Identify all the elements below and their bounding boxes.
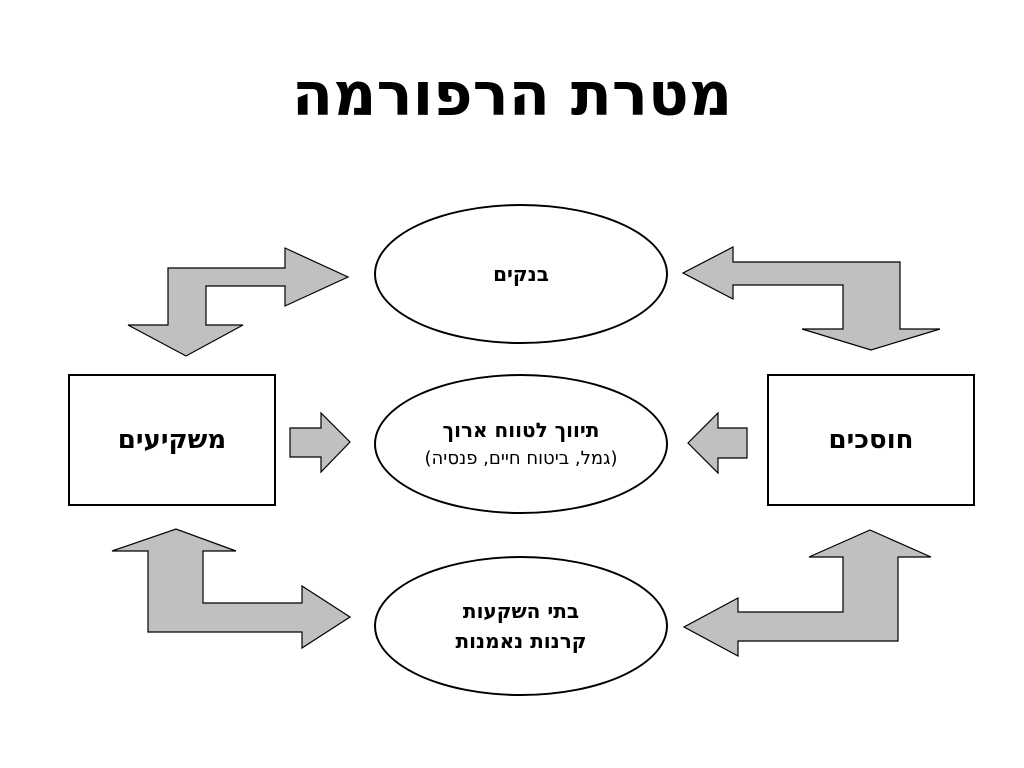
investment-houses-ellipse: בתי השקעות קרנות נאמנות — [374, 556, 668, 696]
slide-title: מטרת הרפורמה — [291, 60, 733, 130]
arrow-top-right — [681, 246, 941, 351]
arrow-top-left — [127, 247, 350, 357]
arrow-bottom-left — [111, 528, 352, 650]
arrow-mid-right — [687, 411, 748, 475]
long-term-label: תיווך לטווח ארוך — [442, 418, 600, 442]
banks-label: בנקים — [493, 262, 549, 286]
savers-label: חוסכים — [828, 425, 914, 455]
arrow-bottom-right — [682, 529, 932, 658]
investment-houses-label: בתי השקעות — [462, 599, 580, 623]
savers-box: חוסכים — [767, 374, 975, 506]
long-term-sublabel: (גמל, ביטוח חיים, פנסיה) — [424, 448, 618, 469]
long-term-ellipse: תיווך לטווח ארוך (גמל, ביטוח חיים, פנסיה… — [374, 374, 668, 514]
arrow-mid-left — [289, 411, 351, 474]
investors-box: משקיעים — [68, 374, 276, 506]
investors-label: משקיעים — [117, 425, 227, 455]
banks-ellipse: בנקים — [374, 204, 668, 344]
mutual-funds-label: קרנות נאמנות — [455, 629, 587, 653]
